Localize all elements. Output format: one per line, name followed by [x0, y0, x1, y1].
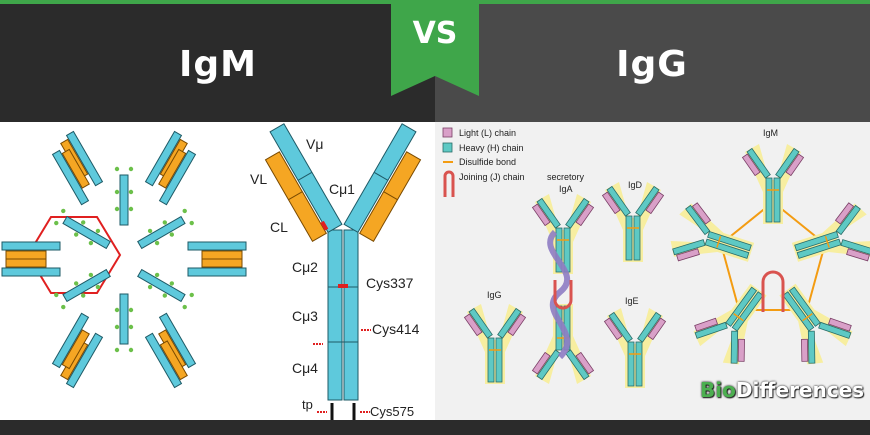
left-header [0, 4, 435, 122]
label-igg: IgG [487, 290, 502, 300]
label-ige: IgE [625, 296, 639, 306]
label-cys414: Cys414 [372, 321, 420, 337]
label-secretory: secretory [547, 172, 585, 182]
bottom-bar [0, 420, 870, 435]
igd-molecule [600, 181, 666, 263]
right-title: IgG [616, 44, 688, 85]
watermark-part2: Differences [735, 378, 865, 402]
label-c-mu3: Cμ3 [292, 308, 318, 324]
vs-label: VS [412, 16, 458, 51]
left-title: IgM [179, 44, 257, 85]
legend: Light (L) chain Heavy (H) chain Disulfid… [442, 127, 525, 197]
label-cys575: Cys575 [370, 404, 414, 419]
legend-disulfide: Disulfide bond [459, 157, 516, 167]
label-cl: CL [270, 219, 288, 235]
label-c-mu2: Cμ2 [292, 259, 318, 275]
label-tp: tp [302, 397, 313, 412]
igm-monomer [264, 123, 422, 420]
site-watermark: BioDifferences [700, 378, 864, 402]
igg-panel: Light (L) chain Heavy (H) chain Disulfid… [435, 122, 870, 420]
label-igd: IgD [628, 180, 643, 190]
vs-badge [391, 0, 479, 96]
label-c-mu4: Cμ4 [292, 360, 318, 376]
igm-pentamer [0, 130, 254, 389]
label-cys337: Cys337 [366, 275, 414, 291]
label-c-mu1: Cμ1 [329, 181, 355, 197]
label-iga: IgA [559, 184, 573, 194]
igm-diagram: Vμ VL Cμ1 CL Cμ2 Cys337 Cμ3 Cys414 Cμ4 t… [0, 123, 422, 420]
right-header [435, 4, 870, 122]
secretory-iga [530, 193, 596, 385]
legend-light-chain: Light (L) chain [459, 128, 516, 138]
igm-panel: Vμ VL Cμ1 CL Cμ2 Cys337 Cμ3 Cys414 Cμ4 t… [0, 122, 435, 420]
antibody-classes-diagram: Light (L) chain Heavy (H) chain Disulfid… [442, 127, 870, 389]
legend-j-chain: Joining (J) chain [459, 172, 525, 182]
watermark-part1: Bio [700, 378, 736, 402]
label-igm: IgM [763, 128, 778, 138]
label-v-mu: Vμ [306, 136, 323, 152]
igg-molecule [462, 303, 528, 385]
igm-pentamer-right [664, 143, 870, 374]
label-vl: VL [250, 171, 267, 187]
ige-molecule [602, 307, 668, 389]
legend-heavy-chain: Heavy (H) chain [459, 143, 524, 153]
